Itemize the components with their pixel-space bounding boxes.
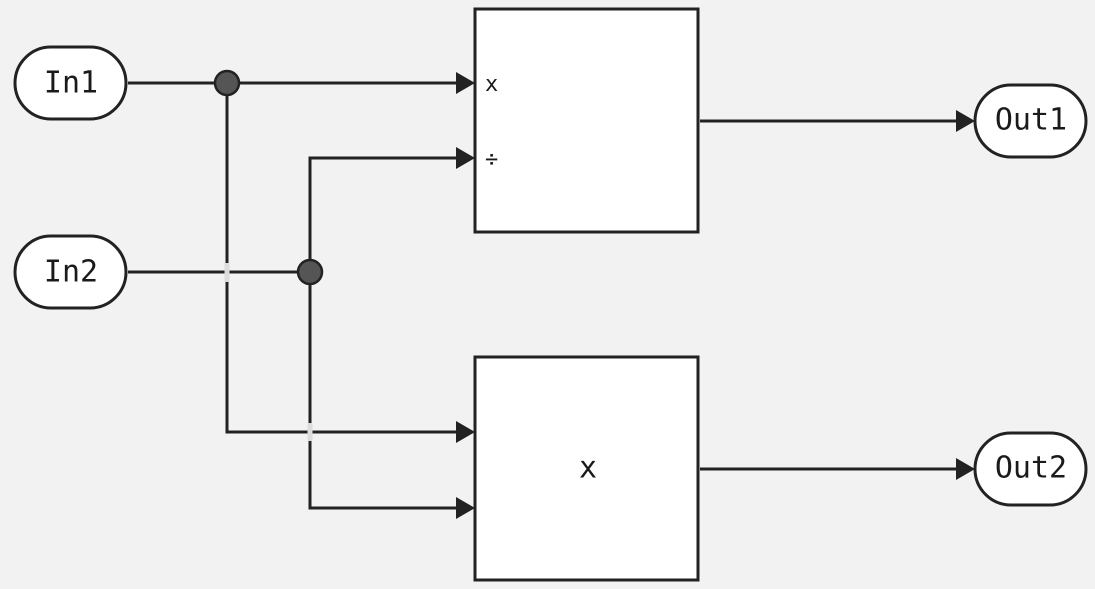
inport-in2-label: In2: [44, 255, 98, 290]
arrowhead-product-port2: [456, 497, 475, 519]
arrowhead-divide-port2: [456, 147, 475, 169]
divide-input-sign-1: x: [485, 72, 498, 97]
arrowhead-out2: [956, 458, 975, 480]
outport-out1-label: Out1: [995, 103, 1067, 138]
inport-in1-shape: [13, 45, 128, 121]
divide-block-box: [473, 7, 700, 234]
wire-in2-to-product[interactable]: [308, 272, 458, 510]
divide-input-sign-2: ÷: [485, 147, 498, 172]
arrowhead-out1: [956, 110, 975, 132]
branch-point-in2[interactable]: [296, 258, 324, 286]
arrowhead-product-port1: [456, 421, 475, 443]
product-block[interactable]: x: [473, 355, 700, 582]
signal-lines: [128, 81, 958, 510]
product-block-label: x: [579, 451, 597, 486]
branch-point-in1[interactable]: [213, 69, 241, 97]
outport-out1[interactable]: Out1: [973, 83, 1088, 159]
outport-out1-shape: [973, 83, 1088, 159]
inport-in2[interactable]: In2: [13, 234, 128, 310]
outport-out2-shape: [973, 431, 1088, 507]
outport-out2-label: Out2: [995, 451, 1067, 486]
inport-in2-shape: [13, 234, 128, 310]
wire-in1-branch-to-product[interactable]: [225, 83, 458, 434]
arrowheads: [456, 72, 975, 519]
inport-in1[interactable]: In1: [13, 45, 128, 121]
wire-in2-to-divide[interactable]: [308, 156, 458, 272]
divide-block[interactable]: x ÷: [473, 7, 700, 234]
arrowhead-divide-port1: [456, 72, 475, 94]
product-block-box: [473, 355, 700, 582]
outport-out2[interactable]: Out2: [973, 431, 1088, 507]
inport-in1-label: In1: [44, 66, 98, 101]
